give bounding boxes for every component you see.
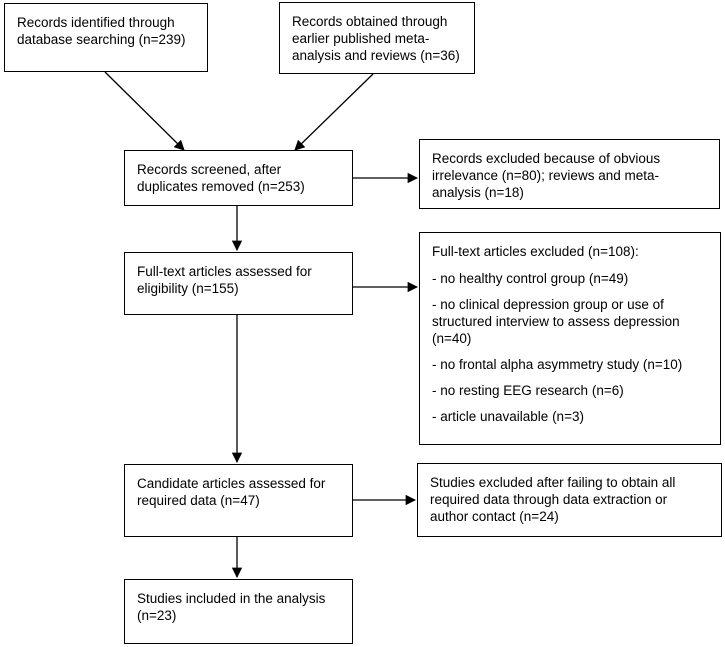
exclusion-reason-item: - article unavailable (n=3) bbox=[432, 409, 584, 424]
box-candidate-articles: Candidate articles assessed for required… bbox=[124, 464, 353, 537]
exclusion-reason-item: - no frontal alpha asymmetry study (n=10… bbox=[432, 357, 683, 372]
studies-included-text: Studies included in the analysis (n=23) bbox=[137, 591, 326, 623]
earlier-meta-text: Records obtained through earlier publish… bbox=[292, 14, 460, 63]
box-studies-excluded: Studies excluded after failing to obtain… bbox=[417, 463, 722, 537]
box-earlier-meta: Records obtained through earlier publish… bbox=[279, 2, 475, 74]
exclusion-reason-item: - no healthy control group (n=49) bbox=[432, 271, 629, 286]
exclusion-reason-item: - no clinical depression group or use of… bbox=[432, 297, 680, 346]
box-studies-included: Studies included in the analysis (n=23) bbox=[124, 579, 353, 644]
candidate-articles-text: Candidate articles assessed for required… bbox=[137, 476, 326, 508]
box-records-excluded: Records excluded because of obvious irre… bbox=[419, 139, 720, 209]
fulltext-excluded-title: Full-text articles excluded (n=108): bbox=[432, 244, 639, 259]
box-records-screened: Records screened, after duplicates remov… bbox=[124, 150, 353, 206]
exclusion-reason-item: - no resting EEG research (n=6) bbox=[432, 383, 624, 398]
records-excluded-text: Records excluded because of obvious irre… bbox=[432, 151, 661, 200]
database-search-text: Records identified through database sear… bbox=[17, 15, 186, 47]
box-fulltext-excluded: Full-text articles excluded (n=108): - n… bbox=[419, 232, 721, 445]
box-fulltext-assessed: Full-text articles assessed for eligibil… bbox=[124, 252, 353, 315]
box-database-search: Records identified through database sear… bbox=[4, 3, 208, 72]
fulltext-assessed-text: Full-text articles assessed for eligibil… bbox=[137, 264, 312, 296]
arrow-meta-to-screened bbox=[294, 73, 374, 151]
arrow-database-to-screened bbox=[104, 71, 185, 151]
studies-excluded-text: Studies excluded after failing to obtain… bbox=[430, 475, 676, 524]
records-screened-text: Records screened, after duplicates remov… bbox=[137, 162, 305, 194]
